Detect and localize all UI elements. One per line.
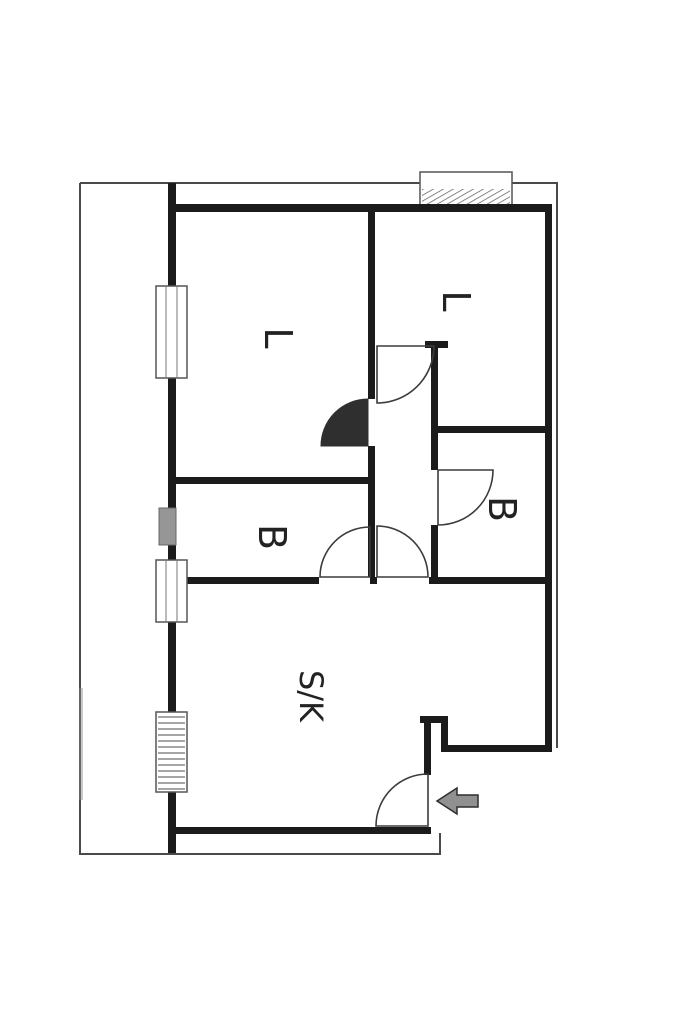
room-label-living-right: L [434,290,478,311]
balcony-bay-hatch [422,189,510,205]
boundary-left-bottom [79,183,441,855]
entry-arrow-icon [435,786,479,816]
wall-alcove-bottom [441,745,552,752]
door-arc-bedroom-left [319,526,371,578]
wall-alcove-jog-v [441,716,448,752]
room-labels: L L B B S/K [250,290,524,723]
wall-left-seg1 [168,183,176,286]
wall-bedroom-left-top [168,477,375,484]
wall-bedroom-right-top [431,426,552,433]
room-label-bedroom-left: B [250,524,294,550]
wall-left-seg5 [168,792,176,853]
door-arc-entrance [375,773,429,827]
wall-right [545,204,552,752]
walls [168,183,552,853]
door-arc-bedroom-right [437,469,494,526]
entrance-marker [435,786,479,816]
room-label-living-left: L [256,327,300,348]
boundary-top-right [80,182,558,748]
windows [155,285,188,793]
wall-left-seg2 [168,378,176,508]
gray-panel [158,507,177,546]
wall-bedrooms-bottom-a [168,577,319,584]
wall-top [168,204,552,212]
wall-bedrooms-bottom-post [370,577,377,584]
wall-mid-vert-upper [368,211,375,399]
exterior-boundary [79,182,558,855]
door-arc-living-right [376,345,435,404]
window-2-glazing [165,560,178,622]
room-label-living-kitchen: S/K [292,670,330,723]
wall-bedroom-right-left-b [431,525,438,577]
wall-entrance-side [424,716,431,775]
wall-mid-vert-lower [368,446,375,577]
room-label-bedroom-right: B [480,496,524,522]
doors [319,345,494,827]
door-arc-hallway [376,525,429,578]
door-wedge-living-left [320,398,369,447]
wall-bedrooms-bottom-b [429,577,552,584]
window-1 [155,285,188,379]
wall-left-seg4 [168,622,176,712]
window-2 [155,559,188,623]
wall-left-seg3 [168,545,176,560]
wall-alcove-jog-h1 [420,716,448,723]
wall-bottom [168,827,431,834]
scan-smudge [79,688,83,800]
wall-hall-top-stub [425,341,448,348]
window-3-hatch [158,714,185,790]
wall-hall-right [431,348,438,426]
window-1-glazing [165,286,178,378]
wall-bedroom-right-left-a [431,433,438,470]
balcony-bay [419,171,513,208]
